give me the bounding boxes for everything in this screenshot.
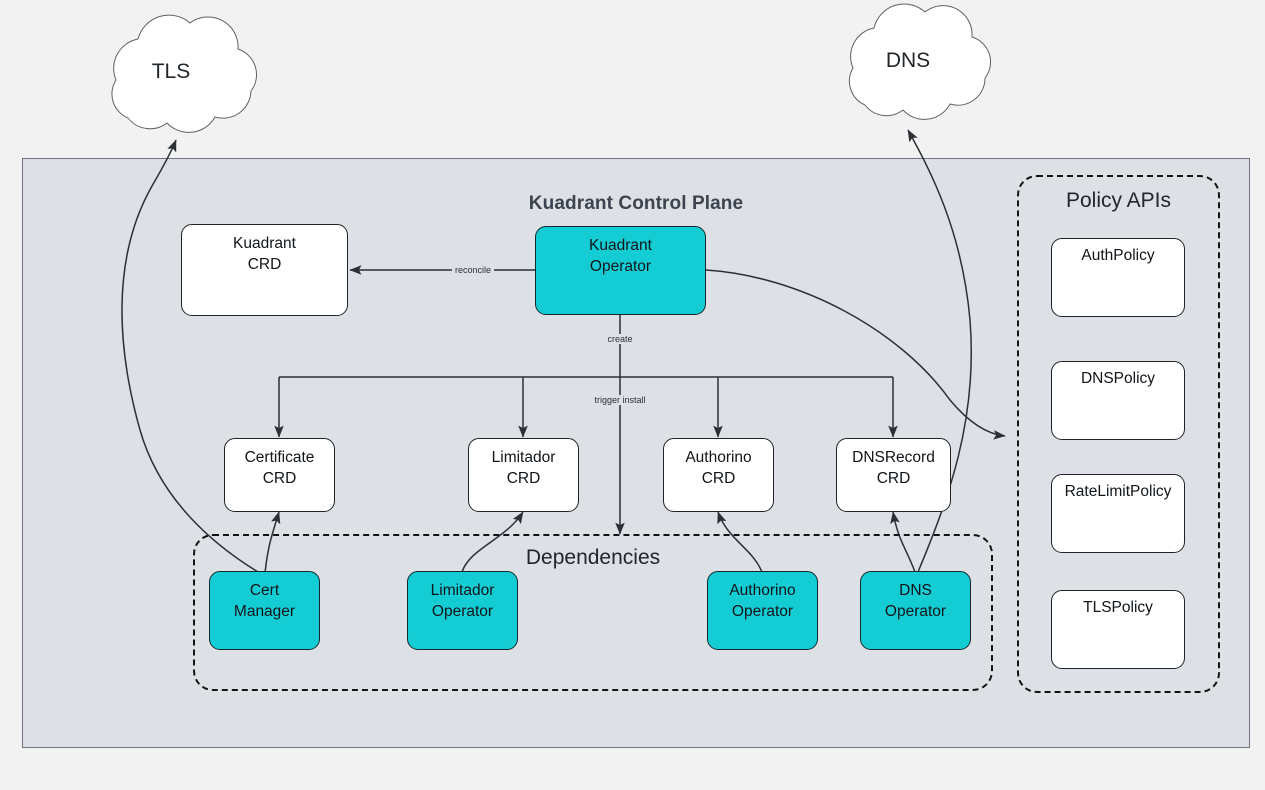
- node-limitador-operator-line2: Operator: [431, 602, 494, 620]
- node-certificate-crd-line2: CRD: [262, 469, 297, 487]
- edge-label-create: create: [604, 334, 636, 344]
- edge-label-trigger-install: trigger install: [591, 395, 649, 405]
- node-cert-manager-line1: Cert: [249, 582, 280, 599]
- edge-label-reconcile: reconcile: [451, 265, 495, 275]
- node-kuadrant-operator[interactable]: Kuadrant Operator: [535, 226, 706, 315]
- policy-box-dnspolicy[interactable]: DNSPolicy: [1051, 361, 1185, 440]
- node-certificate-crd-line1: Certificate: [244, 449, 315, 466]
- page-title: Kuadrant Control Plane: [528, 193, 744, 214]
- node-cert-manager[interactable]: Cert Manager: [209, 571, 320, 650]
- cloud-dns-label: DNS: [885, 49, 931, 72]
- node-limitador-crd-line1: Limitador: [491, 449, 556, 466]
- node-cert-manager-line2: Manager: [233, 602, 296, 620]
- node-kuadrant-crd-line2: CRD: [247, 255, 282, 273]
- node-authorino-crd-line2: CRD: [701, 469, 736, 487]
- node-dns-operator-line2: Operator: [884, 602, 947, 620]
- node-authorino-operator[interactable]: Authorino Operator: [707, 571, 818, 650]
- dependencies-title: Dependencies: [525, 546, 661, 569]
- node-dns-operator-line1: DNS: [899, 582, 932, 599]
- node-dns-operator[interactable]: DNS Operator: [860, 571, 971, 650]
- node-limitador-crd[interactable]: Limitador CRD: [468, 438, 579, 512]
- node-dnsrecord-crd[interactable]: DNSRecord CRD: [836, 438, 951, 512]
- node-certificate-crd[interactable]: Certificate CRD: [224, 438, 335, 512]
- node-limitador-operator[interactable]: Limitador Operator: [407, 571, 518, 650]
- node-kuadrant-operator-line2: Operator: [589, 257, 652, 275]
- policy-apis-title: Policy APIs: [1065, 189, 1172, 212]
- policy-apis-group: Policy APIs: [1017, 175, 1220, 693]
- node-kuadrant-crd[interactable]: Kuadrant CRD: [181, 224, 348, 316]
- node-limitador-operator-line1: Limitador: [430, 582, 495, 599]
- node-authorino-operator-line1: Authorino: [729, 582, 796, 599]
- node-authorino-crd-line1: Authorino: [685, 449, 752, 466]
- policy-box-ratelimitpolicy[interactable]: RateLimitPolicy: [1051, 474, 1185, 553]
- node-limitador-crd-line2: CRD: [506, 469, 541, 487]
- node-authorino-operator-line2: Operator: [731, 602, 794, 620]
- node-dnsrecord-crd-line1: DNSRecord: [852, 449, 935, 466]
- policy-box-tlspolicy[interactable]: TLSPolicy: [1051, 590, 1185, 669]
- node-kuadrant-operator-line1: Kuadrant: [589, 237, 652, 254]
- node-kuadrant-crd-line1: Kuadrant: [233, 235, 296, 252]
- node-dnsrecord-crd-line2: CRD: [876, 469, 911, 487]
- dependencies-group: Dependencies: [193, 534, 993, 691]
- policy-box-authpolicy[interactable]: AuthPolicy: [1051, 238, 1185, 317]
- node-authorino-crd[interactable]: Authorino CRD: [663, 438, 774, 512]
- cloud-tls-label: TLS: [151, 60, 191, 83]
